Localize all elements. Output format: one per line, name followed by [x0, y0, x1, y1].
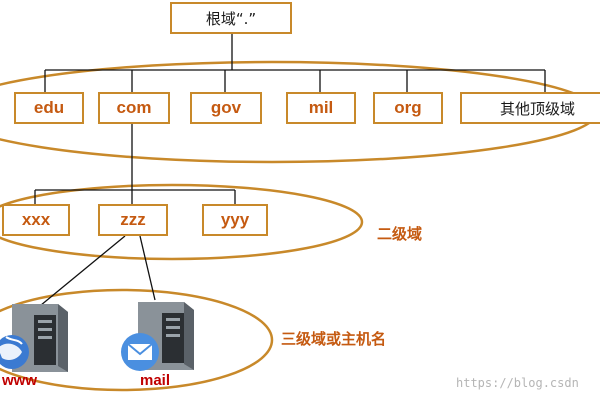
tld-box-mil: mil [286, 92, 356, 124]
com-connectors [34, 124, 236, 204]
tld-box-org: org [373, 92, 443, 124]
third-level-caption: 三级域或主机名 [281, 330, 387, 348]
tld-label: mil [308, 98, 334, 117]
tld-label: org [394, 98, 422, 117]
sld-box-yyy: yyy [202, 204, 268, 236]
watermark-url: https://blog.csdn [456, 376, 579, 390]
host-connectors [34, 235, 156, 311]
host-label-mail: mail [140, 372, 171, 389]
tld-label: edu [33, 98, 65, 117]
mail-server-icon [121, 302, 194, 371]
sld-box-zzz: zzz [98, 204, 168, 236]
tld-box-gov: gov [190, 92, 262, 124]
tld-box-edu: edu [14, 92, 84, 124]
tld-label-other: 其他顶级域 [500, 99, 576, 118]
tld-label: com [116, 98, 152, 117]
host-label-www: www [2, 372, 38, 389]
sld-box-xxx: xxx [2, 204, 70, 236]
sld-label: zzz [120, 210, 146, 229]
third-level-ellipse [0, 288, 274, 392]
sld-label: yyy [220, 210, 250, 229]
root-domain-label: 根域“.” [205, 9, 257, 28]
sld-label: xxx [21, 210, 51, 229]
root-domain-box: 根域“.” [170, 2, 292, 34]
root-connectors [44, 33, 546, 92]
second-level-caption: 二级域 [377, 225, 423, 243]
second-level-ellipse [0, 183, 364, 261]
tld-box-other: 其他顶级域 [460, 92, 600, 124]
tld-box-com: com [98, 92, 170, 124]
www-server-icon [0, 304, 68, 372]
tld-label: gov [210, 98, 242, 117]
